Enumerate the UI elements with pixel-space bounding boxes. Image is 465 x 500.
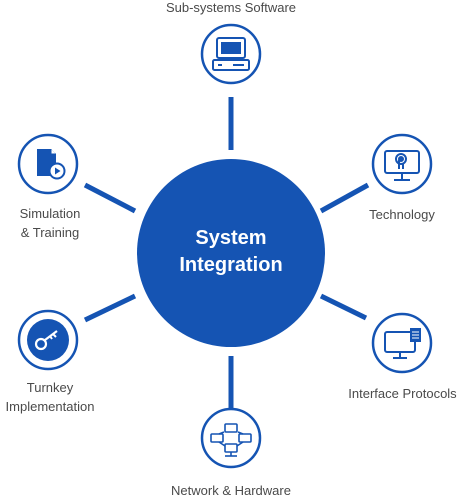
document-play-icon — [37, 149, 66, 180]
node-technology — [371, 133, 433, 195]
computer-terminal-icon — [212, 37, 250, 71]
connector-top-right — [319, 182, 370, 214]
center-title-line2: Integration — [179, 254, 283, 276]
center-circle — [137, 159, 325, 347]
connector-top-left — [83, 182, 137, 214]
center-title-line1: System — [195, 227, 267, 249]
touch-monitor-icon — [384, 150, 420, 181]
node-fill — [27, 319, 69, 361]
node-sub-systems-software — [200, 23, 262, 85]
center-title: System Integration — [131, 225, 331, 279]
network-nodes-icon — [210, 423, 252, 457]
node-ring — [200, 407, 262, 469]
node-turnkey-implementation — [17, 309, 79, 371]
node-network-hardware — [200, 407, 262, 469]
label-technology: Technology — [369, 207, 435, 222]
label-turnkey-line1: Turnkey — [26, 380, 74, 395]
label-simulation-line1: Simulation — [19, 206, 81, 221]
label-interface-protocols: Interface Protocols — [348, 386, 457, 401]
monitor-document-icon — [384, 328, 421, 359]
node-interface-protocols — [371, 312, 433, 374]
label-sub-systems-software: Sub-systems Software — [165, 0, 297, 15]
label-simulation-line2: & Training — [20, 225, 80, 240]
label-turnkey-implementation: Turnkey Implementation — [0, 378, 102, 416]
node-ring — [371, 312, 433, 374]
node-simulation-training — [17, 133, 79, 195]
key-icon — [34, 330, 58, 351]
connector-bottom-right — [319, 293, 368, 321]
label-simulation-training: Simulation & Training — [4, 204, 96, 242]
connectors — [83, 97, 370, 408]
label-turnkey-line2: Implementation — [5, 399, 95, 414]
connector-bottom-left — [83, 293, 137, 323]
label-network-hardware: Network & Hardware — [171, 483, 291, 498]
